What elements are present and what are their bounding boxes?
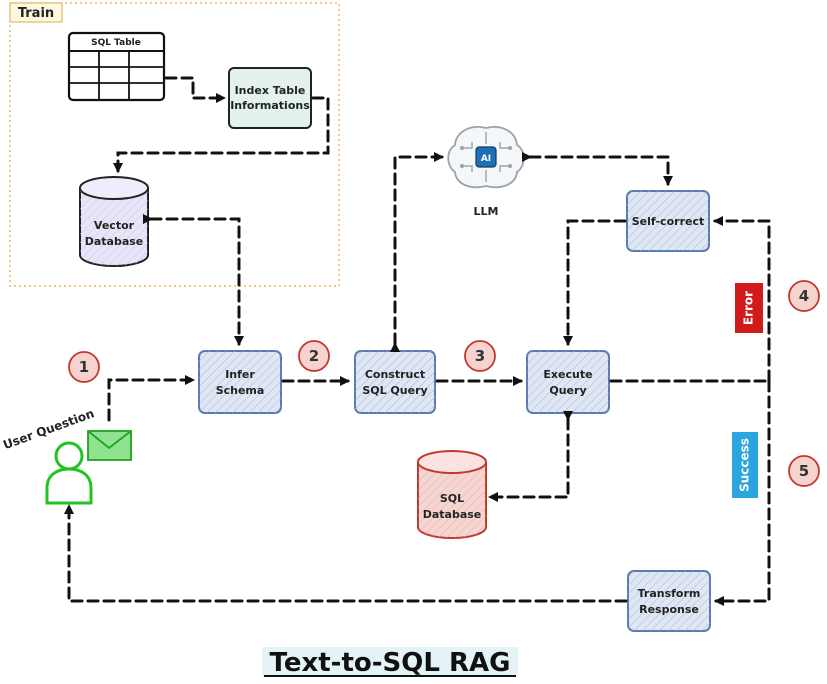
edge-user-to-infer [107, 375, 195, 422]
envelope-icon [87, 430, 132, 461]
svg-text:Text-to-SQL RAG: Text-to-SQL RAG [270, 648, 511, 678]
construct-sql-node: Construct SQL Query [354, 350, 436, 414]
step-5-badge: 5 [788, 455, 820, 487]
step-1-badge: 1 [68, 351, 100, 383]
edge-execute-sqldb [488, 411, 573, 502]
sql-table-label: SQL Table [91, 38, 141, 48]
infer-schema-line-2: Schema [216, 384, 265, 397]
vector-db-line-1: Vector [94, 219, 135, 232]
train-region: Train [9, 2, 340, 287]
infer-schema-node: Infer Schema [198, 350, 282, 414]
execute-query-node: Execute Query [526, 350, 610, 414]
sql-table-node: SQL Table [67, 31, 166, 102]
svg-text:4: 4 [799, 287, 809, 305]
llm-node: AI LLM [447, 126, 525, 218]
step-4-badge: 4 [788, 280, 820, 312]
edge-construct-llm [390, 152, 444, 352]
sql-db-line-2: Database [423, 508, 482, 521]
diagram-title: Text-to-SQL RAG [262, 647, 518, 678]
connectors [64, 76, 771, 606]
execute-query-line-1: Execute [543, 368, 592, 381]
svg-text:1: 1 [79, 358, 89, 376]
svg-text:3: 3 [475, 347, 485, 365]
svg-text:5: 5 [799, 462, 809, 480]
index-table-line-1: Index Table [235, 84, 306, 97]
error-tag: Error [735, 283, 763, 333]
edge-llm-selfcorrect [522, 152, 673, 186]
user-node: User Question [1, 406, 132, 505]
construct-sql-line-2: SQL Query [362, 384, 427, 397]
ai-chip-label: AI [481, 154, 491, 164]
transform-response-line-1: Transform [638, 587, 701, 600]
construct-sql-line-1: Construct [365, 368, 425, 381]
user-icon [45, 441, 93, 505]
edge-index-to-vector [113, 96, 330, 173]
user-question-label: User Question [1, 406, 96, 452]
step-2-badge: 2 [298, 340, 330, 372]
edge-success-to-transform [714, 379, 771, 606]
brain-icon: AI [447, 126, 525, 189]
step-3-badge: 3 [464, 340, 496, 372]
index-table-line-2: Informations [230, 99, 310, 112]
edge-error-to-selfcorrect [713, 216, 771, 383]
vector-database-node: Vector Database [79, 176, 149, 267]
index-table-node: Index Table Informations [228, 67, 312, 129]
svg-text:Error: Error [742, 291, 756, 325]
edge-vector-infer [143, 214, 244, 346]
transform-response-line-2: Response [639, 603, 699, 616]
transform-response-node: Transform Response [627, 570, 711, 632]
train-label: Train [18, 6, 54, 21]
edge-table-to-index [164, 76, 226, 103]
vector-db-line-2: Database [85, 235, 144, 248]
sql-db-line-1: SQL [440, 492, 464, 505]
infer-schema-line-1: Infer [225, 368, 255, 381]
edge-selfcorrect-to-execute [563, 219, 627, 346]
svg-text:2: 2 [309, 347, 319, 365]
execute-query-line-2: Query [549, 384, 586, 397]
sql-database-node: SQL Database [417, 450, 487, 539]
self-correct-node: Self-correct [626, 190, 710, 252]
success-tag: Success [732, 432, 758, 498]
llm-label: LLM [474, 205, 499, 218]
edge-transform-to-user [64, 504, 628, 603]
svg-text:Success: Success [738, 438, 752, 492]
self-correct-label: Self-correct [632, 215, 704, 228]
